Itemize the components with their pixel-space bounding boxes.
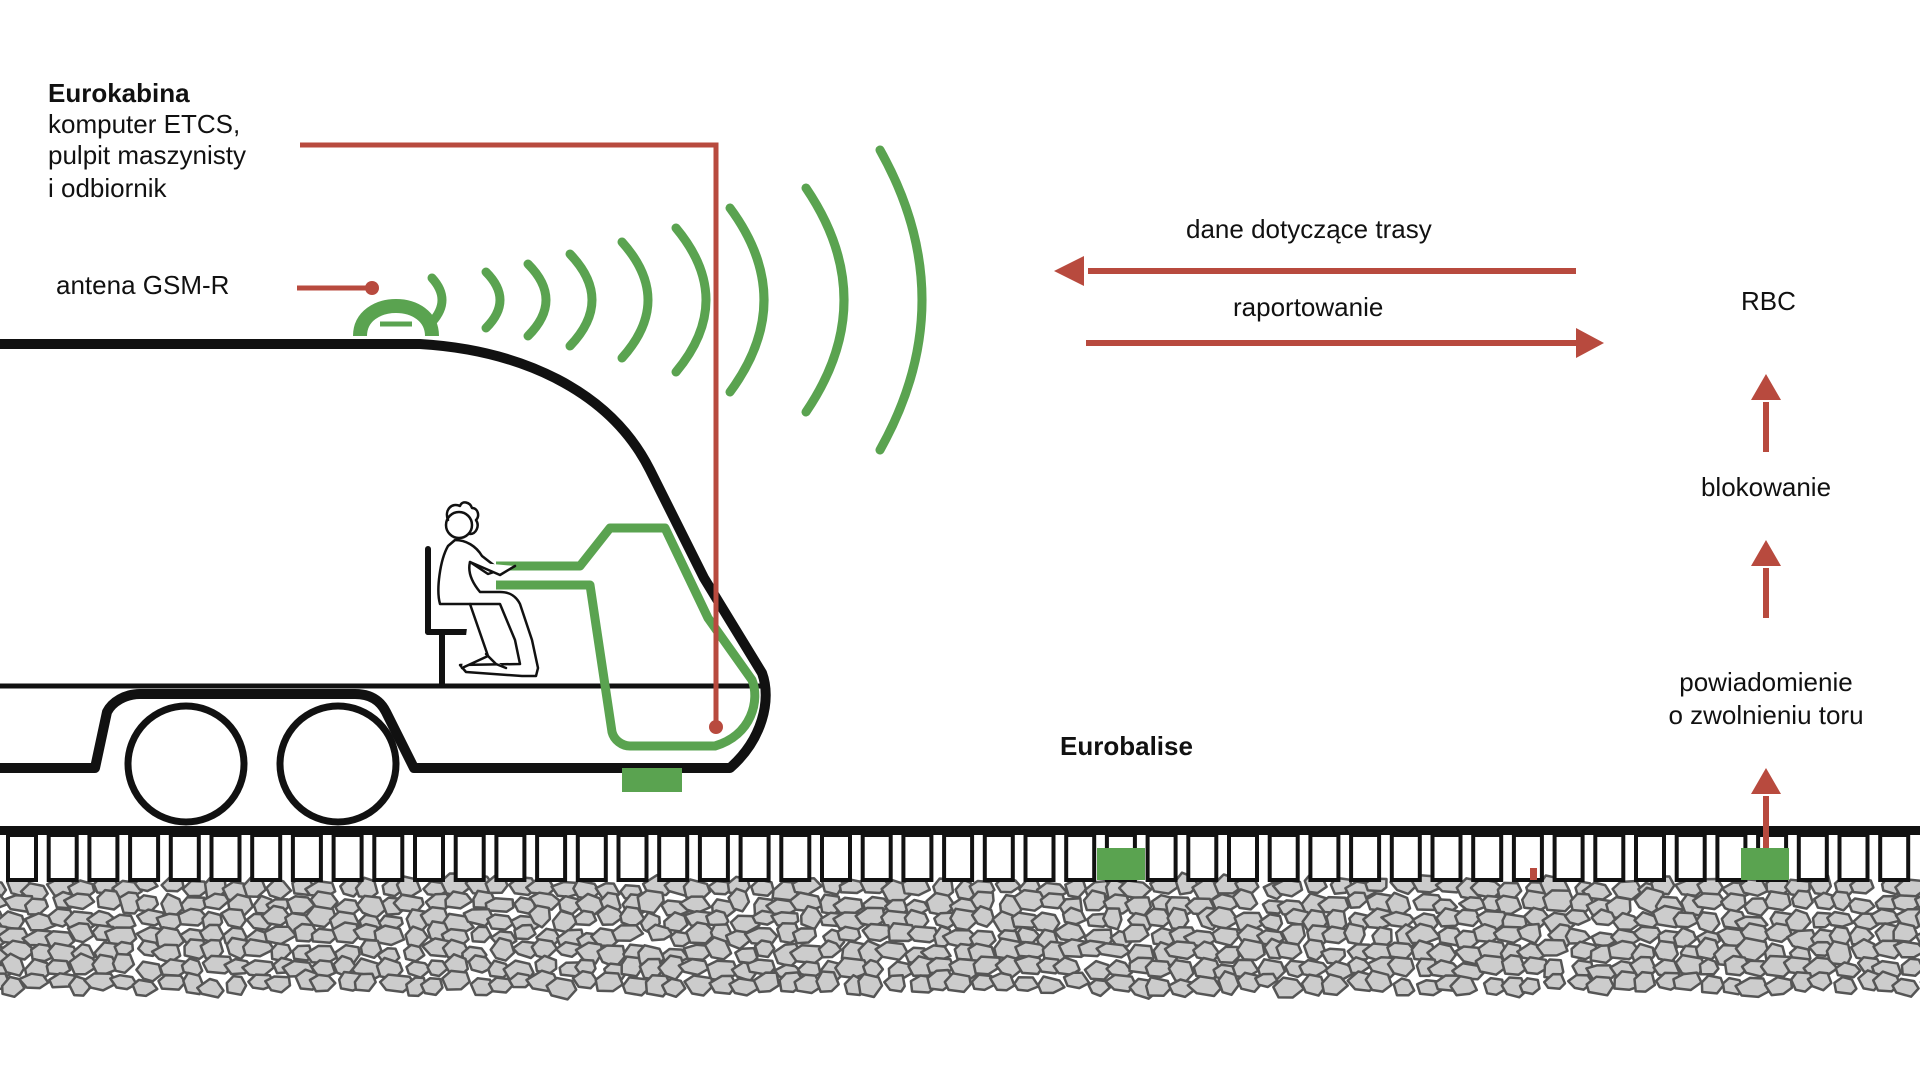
radio-waves — [427, 145, 927, 455]
eurocab-desc-line3: i odbiornik — [48, 173, 167, 203]
antenna-leader-dot — [365, 281, 379, 295]
eurocab-system — [496, 523, 760, 751]
eurocab-title: Eurokabina — [48, 78, 190, 108]
track-release-line1: powiadomienie — [1679, 667, 1853, 697]
ballast — [0, 871, 1920, 1001]
track-marker — [1530, 868, 1537, 880]
track — [0, 826, 1920, 882]
rbc-label: RBC — [1741, 286, 1796, 316]
train-balise-antenna — [622, 768, 682, 792]
wheel-left — [124, 702, 248, 826]
reporting-label: raportowanie — [1233, 292, 1384, 322]
train-roof-outline — [0, 339, 771, 773]
route-data-label: dane dotyczące trasy — [1186, 214, 1432, 244]
route-data-arrow-head — [1054, 256, 1084, 286]
wheel-right — [276, 702, 400, 826]
driver-figure — [425, 501, 540, 687]
eurobalise-label: Eurobalise — [1060, 731, 1193, 761]
track-release-balise-block — [1741, 848, 1789, 880]
antenna-label: antena GSM-R — [56, 270, 230, 300]
reporting-arrow-head — [1576, 328, 1604, 358]
gsmr-antenna — [353, 299, 439, 337]
eurocab-leader-dot — [709, 720, 723, 734]
eurocab-leader — [300, 142, 719, 727]
train — [0, 339, 771, 826]
leader-lines — [297, 142, 723, 734]
sleepers — [6, 833, 1911, 882]
data-arrows — [1054, 256, 1604, 358]
eurobalise-block — [1097, 848, 1145, 880]
track-release-line2: o zwolnieniu toru — [1668, 700, 1864, 730]
vertical-arrows — [1751, 374, 1781, 848]
eurocab-desc-line2: pulpit maszynisty — [48, 140, 246, 170]
eurocab-desc-line1: komputer ETCS, — [48, 109, 241, 139]
interlocking-label: blokowanie — [1700, 472, 1832, 502]
